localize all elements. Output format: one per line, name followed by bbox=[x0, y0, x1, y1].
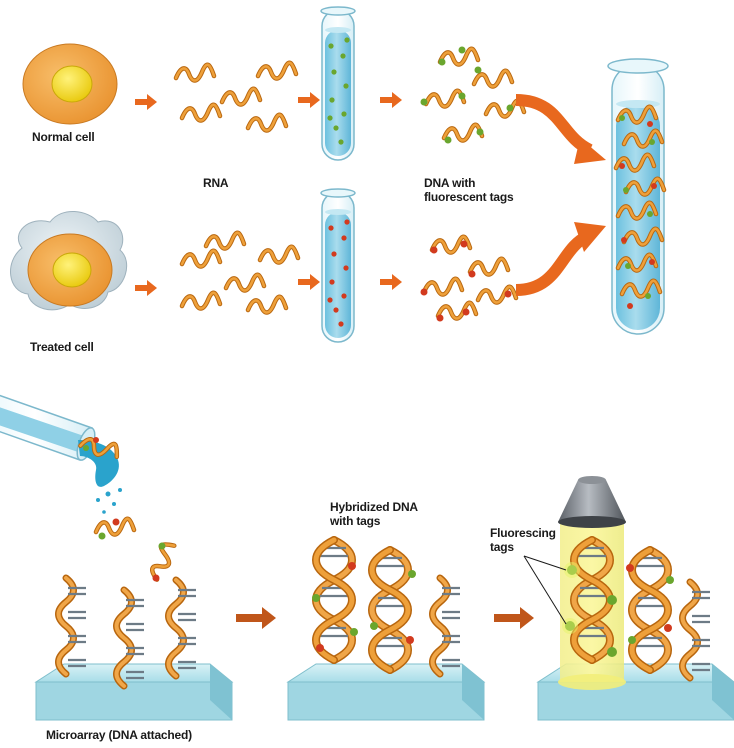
tagged-dna-normal bbox=[420, 46, 525, 144]
label-dna-tags: DNA with fluorescent tags bbox=[424, 176, 514, 204]
microarray-slide-1 bbox=[34, 578, 234, 721]
merge-arrow-bottom bbox=[515, 222, 606, 296]
label-fluorescing-tags: Fluorescing tags bbox=[490, 526, 556, 554]
normal-cell bbox=[22, 43, 118, 125]
rna-strands-treated bbox=[182, 233, 298, 313]
label-hybridized-dna: Hybridized DNA with tags bbox=[330, 500, 418, 528]
pouring-liquid bbox=[78, 433, 122, 514]
label-hybridized-line1: Hybridized DNA bbox=[330, 500, 418, 514]
label-treated-cell: Treated cell bbox=[30, 340, 94, 354]
process-arrow bbox=[135, 280, 157, 296]
process-arrow bbox=[135, 94, 157, 110]
tagged-dna-treated bbox=[420, 237, 517, 322]
process-arrow bbox=[298, 92, 320, 108]
test-tube-treated bbox=[320, 188, 356, 343]
label-fluorescing-line2: tags bbox=[490, 540, 514, 554]
treated-cell bbox=[10, 211, 128, 311]
process-arrow bbox=[298, 274, 320, 290]
rna-strands-normal bbox=[176, 63, 296, 131]
merge-arrow-top bbox=[515, 94, 606, 164]
label-dna-tags-line2: fluorescent tags bbox=[424, 190, 514, 204]
process-arrow bbox=[380, 274, 402, 290]
label-hybridized-line2: with tags bbox=[330, 514, 381, 528]
process-arrow bbox=[236, 607, 276, 629]
label-microarray: Microarray (DNA attached) bbox=[46, 728, 192, 742]
label-dna-tags-line1: DNA with bbox=[424, 176, 476, 190]
falling-tagged-dna bbox=[96, 519, 178, 582]
combined-test-tube bbox=[607, 58, 669, 335]
label-normal-cell: Normal cell bbox=[32, 130, 95, 144]
scanner-lamp bbox=[558, 476, 626, 528]
test-tube-normal bbox=[320, 6, 356, 161]
label-fluorescing-line1: Fluorescing bbox=[490, 526, 556, 540]
process-arrow bbox=[380, 92, 402, 108]
microarray-slide-2 bbox=[286, 540, 486, 721]
label-rna: RNA bbox=[203, 176, 229, 190]
fluorescing-tags-pointer bbox=[523, 555, 567, 625]
process-arrow bbox=[494, 607, 534, 629]
hybridized-on-slide-3 bbox=[562, 540, 710, 678]
